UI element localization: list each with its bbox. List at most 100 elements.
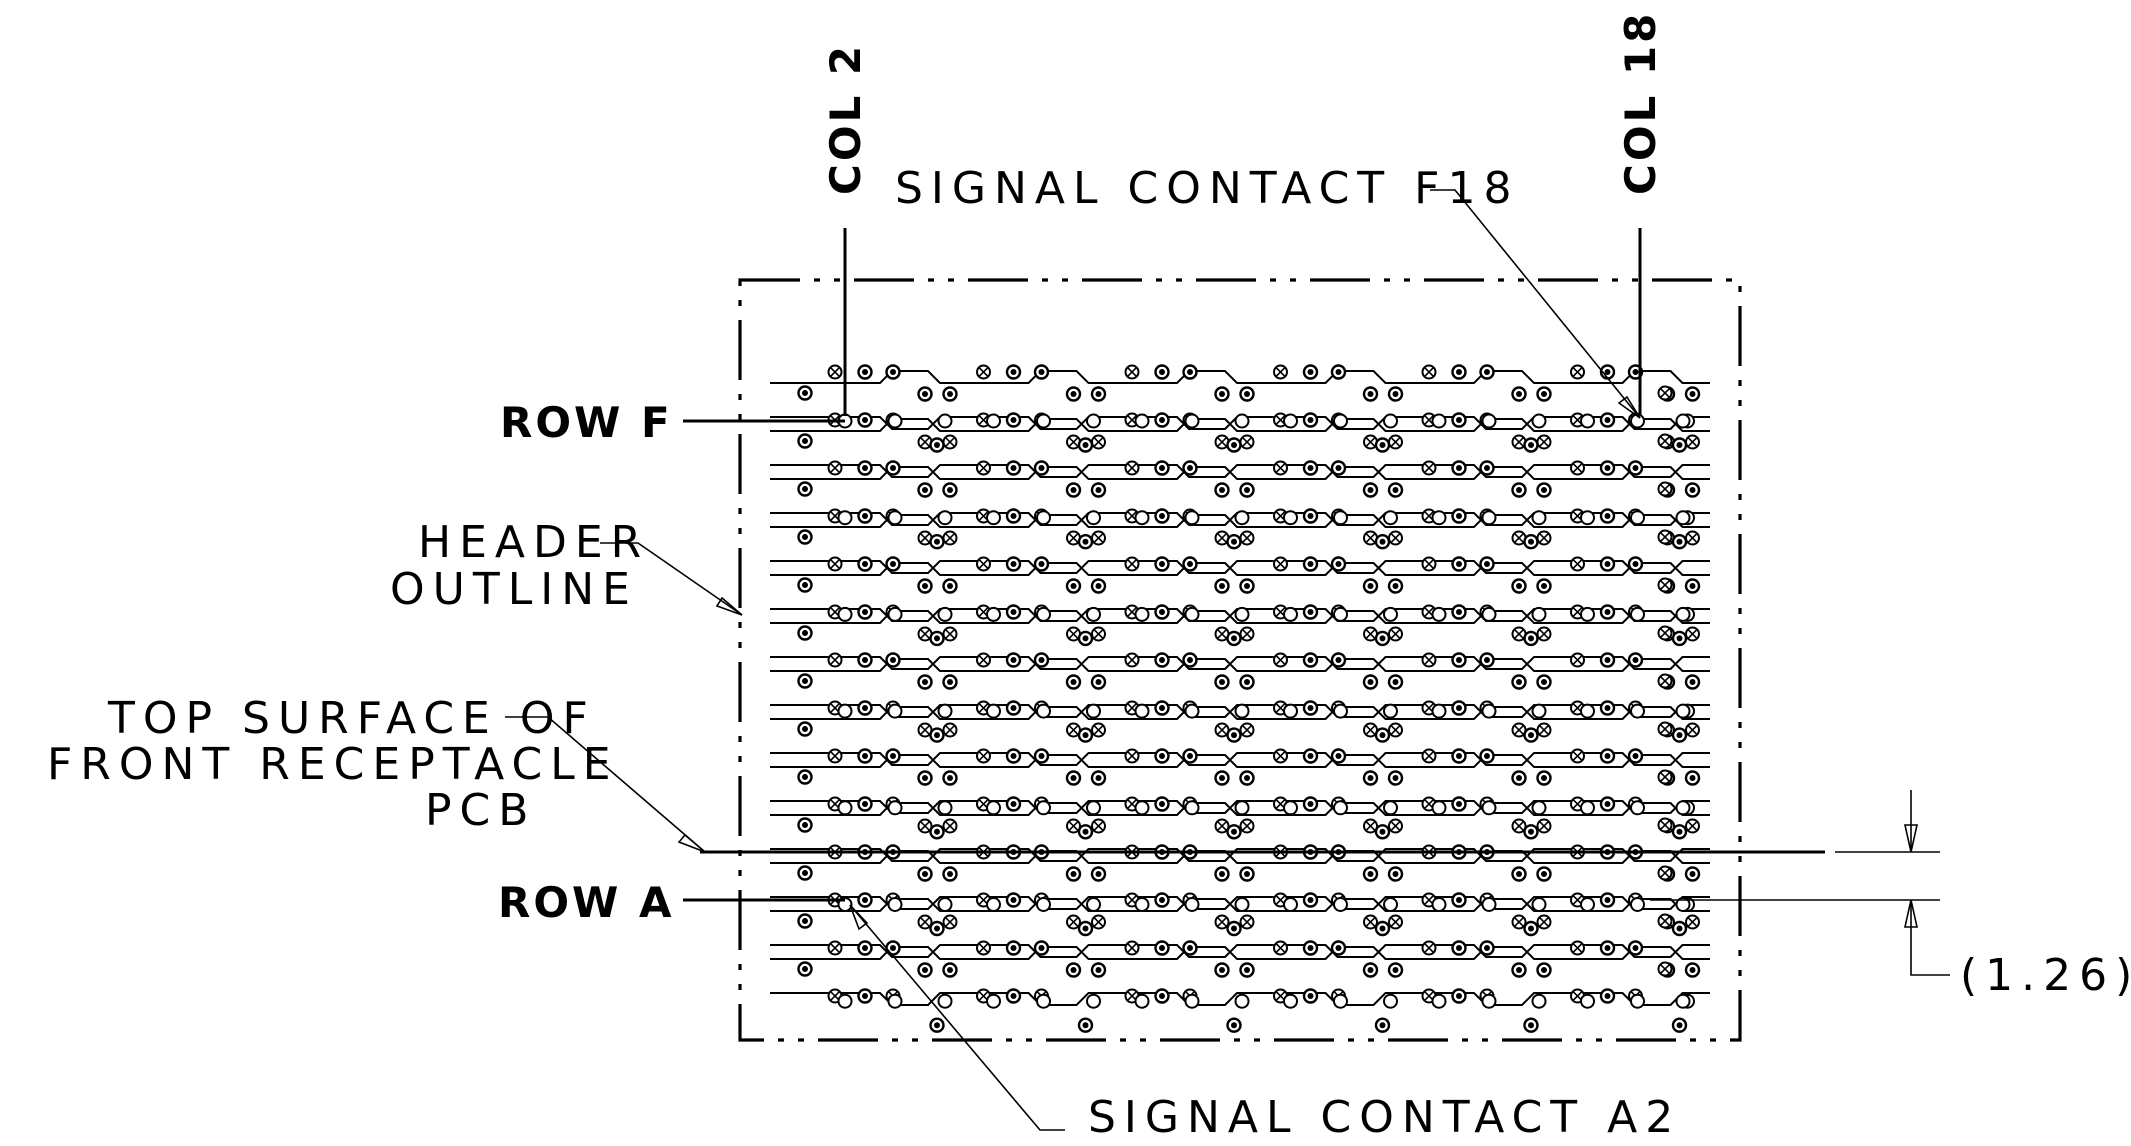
ground-contact-dot <box>1528 635 1534 642</box>
signal-contact-icon <box>887 510 903 526</box>
signal-contact-icon <box>1086 897 1101 912</box>
ground-contact-dot <box>1335 753 1342 759</box>
ground-contact-dot <box>1392 583 1399 589</box>
cross-stroke <box>1126 942 1138 954</box>
ground-contact-dot <box>1604 417 1611 423</box>
cross-stroke <box>1275 894 1286 906</box>
ground-contact-dot <box>1392 679 1399 685</box>
cross-stroke <box>978 990 989 1002</box>
signal-contact-icon <box>837 703 853 719</box>
ground-contact-dot <box>1676 1022 1683 1029</box>
signal-contact-icon <box>1184 897 1200 912</box>
ground-contact-dot <box>1010 897 1017 903</box>
ground-contact-dot <box>1038 657 1045 663</box>
cross-stroke <box>1275 366 1286 378</box>
cross-stroke <box>1423 702 1435 714</box>
ground-contact-dot <box>922 775 928 781</box>
ground-contact-dot <box>1307 513 1314 519</box>
ground-contact-dot <box>1095 487 1102 493</box>
wafer-line <box>770 946 1710 960</box>
ground-contact-dot <box>890 945 896 951</box>
top-surface-label-2: FRONT RECEPTACLE <box>47 739 619 790</box>
signal-contact-icon <box>887 800 903 816</box>
ground-contact-dot <box>1159 945 1165 951</box>
cross-stroke <box>1390 532 1401 544</box>
cross-stroke <box>978 702 989 714</box>
ground-contact-dot <box>862 657 868 663</box>
signal-contact-icon <box>1481 413 1497 429</box>
cross-stroke <box>1687 724 1698 736</box>
cross-stroke <box>1390 436 1401 448</box>
wafer-line <box>770 706 1710 720</box>
signal-contact-icon <box>1481 800 1497 816</box>
signal-contact-icon <box>1431 413 1447 429</box>
ground-contact-dot <box>1038 945 1045 951</box>
signal-contact-icon <box>1184 606 1200 622</box>
signal-contact-icon <box>1283 993 1298 1009</box>
ground-contact-dot <box>1528 828 1534 835</box>
ground-contact-dot <box>947 775 953 781</box>
ground-contact-dot <box>1456 705 1462 711</box>
cross-stroke <box>1513 628 1525 640</box>
cross-stroke <box>1126 750 1138 762</box>
signal-contact-icon <box>1184 993 1200 1009</box>
ground-contact-dot <box>1392 775 1399 781</box>
ground-contact-dot <box>1038 561 1045 567</box>
signal-contact-icon <box>1134 800 1150 816</box>
ground-contact-dot <box>947 679 953 685</box>
signal-contact-icon <box>837 800 853 816</box>
ground-contact-dot <box>1095 871 1102 877</box>
ground-contact-dot <box>1335 657 1342 663</box>
ground-contact-dot <box>1244 871 1250 877</box>
cross-stroke <box>944 820 956 832</box>
ground-contact-dot <box>934 538 940 545</box>
row-a-label: ROW A <box>498 878 675 927</box>
ground-contact-dot <box>802 630 808 636</box>
ground-contact-dot <box>1528 1022 1534 1029</box>
cross-stroke <box>1659 915 1671 927</box>
signal-contact-icon <box>887 703 903 719</box>
ground-contact-dot <box>1335 945 1342 951</box>
ground-contact-dot <box>1604 801 1611 807</box>
signal-contact-icon <box>1134 993 1150 1009</box>
ground-contact-dot <box>802 438 808 444</box>
signal-contact-icon <box>1086 606 1101 622</box>
ground-contact-dot <box>1070 391 1077 397</box>
cross-stroke <box>1093 436 1104 448</box>
ground-contact-dot <box>802 774 808 780</box>
ground-contact-dot <box>1516 967 1522 973</box>
cross-stroke <box>1572 798 1583 810</box>
cross-stroke <box>1423 750 1435 762</box>
cross-stroke <box>1659 579 1671 591</box>
cross-stroke <box>1093 532 1104 544</box>
signal-contact-icon <box>1383 703 1398 719</box>
ground-contact-dot <box>802 726 808 732</box>
signal-contact-icon <box>1036 606 1051 622</box>
cross-stroke <box>1126 462 1138 474</box>
col-18-label: COL 18 <box>1616 11 1665 195</box>
signal-contact-icon <box>1234 800 1250 816</box>
cross-stroke <box>1572 414 1583 426</box>
cross-stroke <box>1365 532 1376 544</box>
signal-contact-icon <box>937 993 953 1009</box>
signal-contact-icon <box>1234 510 1250 526</box>
ground-contact-dot <box>1516 487 1522 493</box>
ground-contact-dot <box>1632 753 1639 759</box>
ground-contact-dot <box>1379 828 1386 835</box>
ground-contact-dot <box>1307 801 1314 807</box>
cross-stroke <box>1659 771 1671 783</box>
ground-contact-dot <box>1456 513 1462 519</box>
wafer-line <box>770 898 1710 912</box>
signal-contact-icon <box>887 606 903 622</box>
signal-contact-icon <box>1086 993 1101 1009</box>
ground-contact-dot <box>1632 945 1639 951</box>
cross-stroke <box>978 942 989 954</box>
dim-arrowhead-top <box>1904 824 1918 853</box>
cross-stroke <box>1390 628 1401 640</box>
signal-contact-icon <box>1675 510 1691 526</box>
cross-stroke <box>919 532 931 544</box>
cross-stroke <box>1241 724 1253 736</box>
ground-contact-dot <box>1187 657 1193 663</box>
ground-contact-dot <box>1082 635 1089 642</box>
ground-contact-dot <box>934 1022 940 1029</box>
